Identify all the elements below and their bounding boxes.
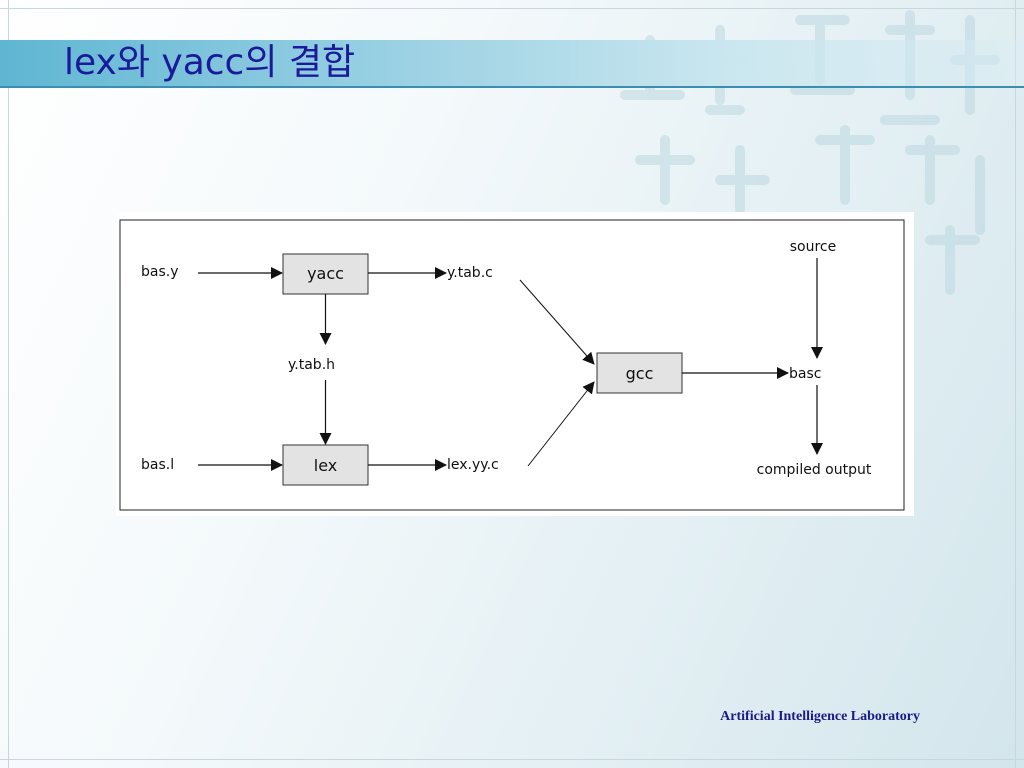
label-bas-y: bas.y — [141, 264, 179, 280]
frame-right-line — [1015, 0, 1016, 768]
footer-lab-name: Artificial Intelligence Laboratory — [720, 709, 920, 724]
frame-top-line — [0, 8, 1024, 9]
label-y-tab-c: y.tab.c — [447, 265, 493, 281]
node-yacc-label: yacc — [307, 264, 344, 283]
lex-yacc-diagram: bas.y bas.l yacc lex y.tab.h y.tab.c lex… — [119, 219, 905, 511]
node-lex — [282, 444, 369, 486]
label-compiled-output: compiled output — [757, 462, 872, 478]
frame-left-line — [8, 0, 9, 768]
diagram-border — [119, 219, 905, 511]
slide-title: lex와 yacc의 결합 — [64, 42, 356, 83]
label-lex-yy-c: lex.yy.c — [447, 457, 499, 473]
label-basc: basc — [789, 366, 821, 382]
arrow-y-tab-c-to-gcc — [519, 279, 595, 365]
arrow-lex-yy-c-to-gcc — [527, 381, 595, 467]
label-source: source — [790, 239, 837, 255]
node-gcc-label: gcc — [626, 364, 654, 383]
diagram-container: bas.y bas.l yacc lex y.tab.h y.tab.c lex… — [116, 212, 914, 516]
node-lex-label: lex — [314, 456, 337, 475]
frame-bottom-line — [0, 759, 1024, 760]
title-band — [0, 40, 1024, 88]
label-y-tab-h: y.tab.h — [288, 357, 335, 373]
node-gcc — [596, 352, 683, 394]
label-bas-l: bas.l — [141, 457, 174, 473]
